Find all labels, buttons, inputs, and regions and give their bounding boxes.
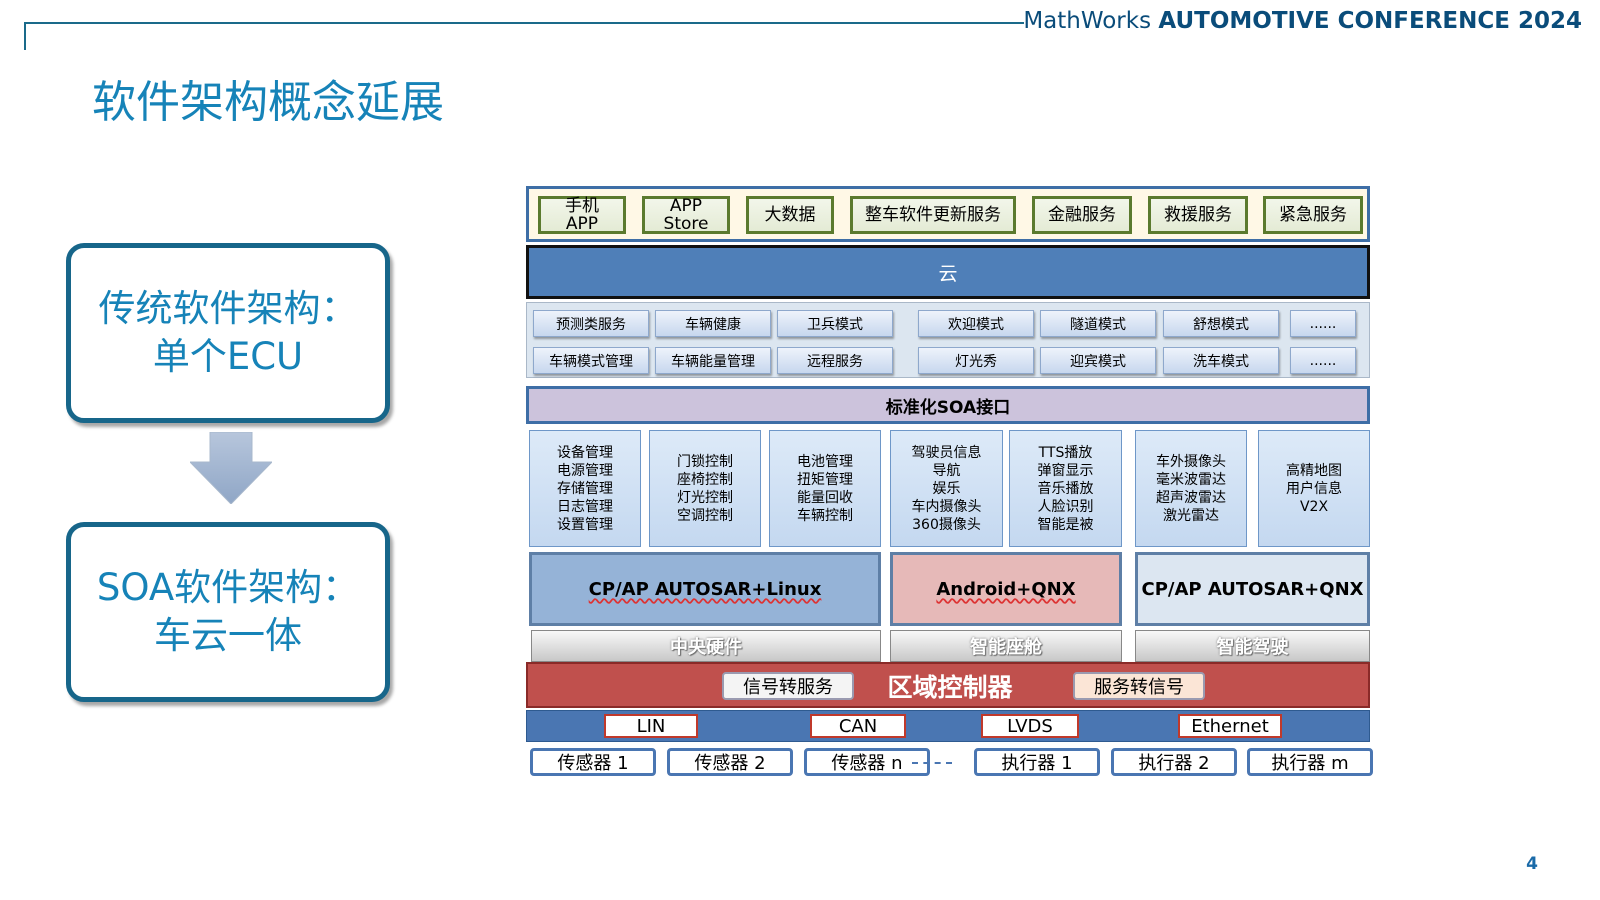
ellipsis-dashes (912, 762, 952, 764)
os-central: CP/AP AUTOSAR+Linux (529, 552, 881, 626)
conference-brand: MathWorks AUTOMOTIVE CONFERENCE 2024 (1023, 8, 1582, 34)
device-sensor-1: 传感器 1 (530, 748, 656, 776)
service-to-signal-box: 服务转信号 (1073, 672, 1205, 700)
header-rule-corner (24, 22, 26, 50)
bus-can: CAN (810, 714, 906, 738)
os-adas: CP/AP AUTOSAR+QNX (1135, 552, 1370, 626)
brand-bold: AUTOMOTIVE CONFERENCE 2024 (1158, 8, 1582, 34)
cloud-layer: 云 (526, 245, 1370, 299)
app-big-data: 大数据 (746, 196, 834, 234)
app-emergency: 紧急服务 (1263, 196, 1363, 234)
down-arrow-icon (190, 432, 272, 504)
app-store: APP Store (642, 196, 730, 234)
service-item: ...... (1290, 347, 1356, 374)
service-item: 舒想模式 (1163, 310, 1279, 337)
device-sensor-n: 传感器 n (804, 748, 930, 776)
function-block-body: 门锁控制 座椅控制 灯光控制 空调控制 (649, 430, 761, 547)
header-rule (24, 22, 1024, 24)
device-actuator-m: 执行器 m (1247, 748, 1373, 776)
app-ota-service: 整车软件更新服务 (850, 196, 1016, 234)
page-number: 4 (1526, 854, 1538, 874)
service-item: 车辆能量管理 (655, 347, 771, 374)
function-block-infotainment: 驾驶员信息 导航 娱乐 车内摄像头 360摄像头 (890, 430, 1003, 547)
app-finance: 金融服务 (1032, 196, 1132, 234)
service-item: 预测类服务 (533, 310, 649, 337)
traditional-line-1: 传统软件架构： (98, 287, 358, 330)
os-cockpit: Android+QNX (890, 552, 1122, 626)
traditional-line-2: 单个ECU (152, 335, 304, 378)
bus-lin: LIN (604, 714, 698, 738)
hw-central: 中央硬件 (531, 630, 881, 662)
service-item: 迎宾模式 (1040, 347, 1156, 374)
function-block-hmi: TTS播放 弹窗显示 音乐播放 人脸识别 智能是被 (1009, 430, 1122, 547)
device-sensor-2: 传感器 2 (667, 748, 793, 776)
service-item: 远程服务 (777, 347, 893, 374)
bus-lvds: LVDS (981, 714, 1079, 738)
traditional-architecture-box: 传统软件架构： 单个ECU (66, 243, 390, 423)
service-item: 灯光秀 (918, 347, 1034, 374)
function-block-base: 设备管理 电源管理 存储管理 日志管理 设置管理 (529, 430, 641, 547)
signal-to-service-box: 信号转服务 (722, 672, 854, 700)
service-item: 隧道模式 (1040, 310, 1156, 337)
bus-ethernet: Ethernet (1178, 714, 1282, 738)
device-actuator-1: 执行器 1 (974, 748, 1100, 776)
hw-cockpit: 智能座舱 (890, 630, 1122, 662)
service-item: 欢迎模式 (918, 310, 1034, 337)
soa-line-1: SOA软件架构： (96, 566, 360, 609)
function-block-perception: 车外摄像头 毫米波雷达 超声波雷达 激光雷达 (1135, 430, 1247, 547)
soa-line-2: 车云一体 (154, 614, 302, 657)
app-phone: 手机 APP (538, 196, 626, 234)
service-item: 车辆模式管理 (533, 347, 649, 374)
service-item: 卫兵模式 (777, 310, 893, 337)
function-block-powertrain: 电池管理 扭矩管理 能量回收 车辆控制 (769, 430, 881, 547)
soa-architecture-box: SOA软件架构： 车云一体 (66, 522, 390, 702)
service-item: 洗车模式 (1163, 347, 1279, 374)
zone-controller-title: 区域控制器 (887, 673, 1013, 702)
soa-interface: 标准化SOA接口 (526, 386, 1370, 424)
device-actuator-2: 执行器 2 (1111, 748, 1237, 776)
function-block-map: 高精地图 用户信息 V2X (1258, 430, 1370, 547)
brand-light: MathWorks (1023, 8, 1152, 34)
service-item: 车辆健康 (655, 310, 771, 337)
app-rescue: 救援服务 (1148, 196, 1248, 234)
hw-adas: 智能驾驶 (1135, 630, 1370, 662)
slide-title: 软件架构概念延展 (92, 77, 444, 128)
service-item: ...... (1290, 310, 1356, 337)
zone-controller-layer (526, 662, 1370, 708)
